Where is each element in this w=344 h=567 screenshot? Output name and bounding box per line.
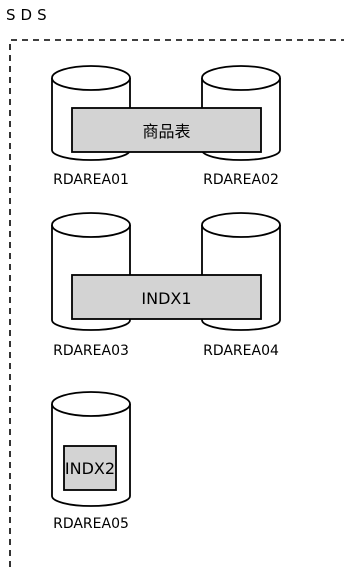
sds-label: SDS — [6, 6, 52, 24]
rdarea04-label: RDAREA04 — [203, 343, 279, 359]
sds-boundary — [9, 39, 344, 567]
index2-label: INDX2 — [65, 459, 115, 478]
table-label: 商品表 — [142, 122, 190, 141]
group-3: INDX2 RDAREA05 — [51, 391, 131, 532]
rdarea01-label: RDAREA01 — [53, 172, 129, 188]
index2-box — [63, 445, 117, 491]
index1-label: INDX1 — [141, 289, 191, 308]
index1-box — [71, 274, 262, 320]
rdarea05-label: RDAREA05 — [53, 516, 129, 532]
rdarea02-label: RDAREA02 — [203, 172, 279, 188]
table-box — [71, 107, 262, 153]
group-2: INDX1 RDAREA03 RDAREA04 — [51, 212, 281, 359]
group-1: 商品表 RDAREA01 RDAREA02 — [51, 65, 281, 188]
rdarea03-label: RDAREA03 — [53, 343, 129, 359]
